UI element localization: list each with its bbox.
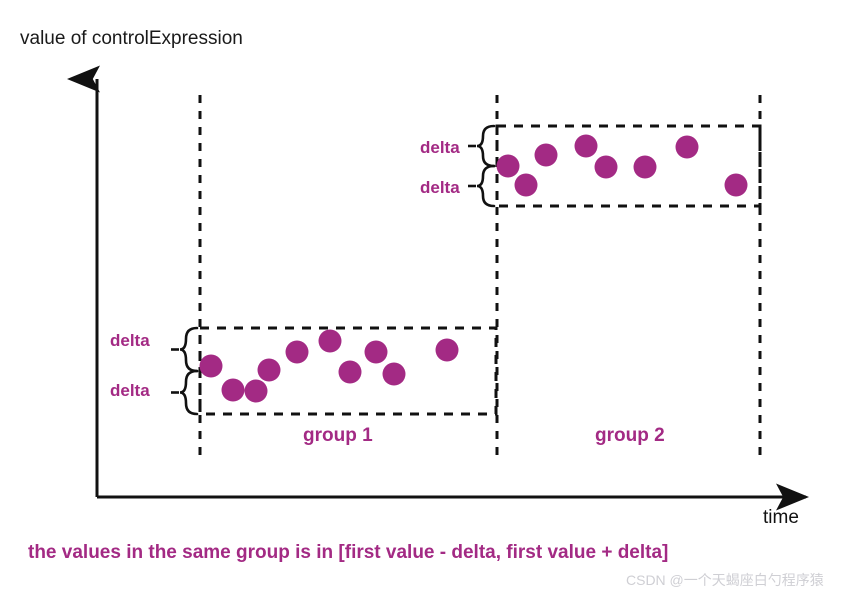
group-2-data-point (514, 173, 538, 197)
group-1-brace-2 (179, 369, 199, 416)
axes-layer (67, 65, 809, 511)
group-1-data-point (338, 360, 362, 384)
group-2-delta-label-1: delta (420, 138, 460, 157)
group-2-data-point (594, 155, 618, 179)
group-1-data-point (318, 329, 342, 353)
group-1-data-point (244, 379, 268, 403)
group-1-data-point (221, 378, 245, 402)
group-2-dashed-box (495, 124, 762, 208)
group-1-data-point (199, 354, 223, 378)
group-1-data-point (382, 362, 406, 386)
group-1-brace-1 (179, 326, 199, 373)
group-2-data-point (724, 173, 748, 197)
group-2-data-point (574, 134, 598, 158)
group-1-delta-label-1: delta (110, 331, 150, 350)
group-2-label: group 2 (595, 425, 665, 446)
group-1-data-point (435, 338, 459, 362)
group-1-data-point (257, 358, 281, 382)
group-2-data-point (534, 143, 558, 167)
group-2-data-point (675, 135, 699, 159)
group-1-label: group 1 (303, 425, 373, 446)
caption-text: the values in the same group is in [firs… (28, 542, 669, 563)
group-1-data-point (285, 340, 309, 364)
y-axis-title: value of controlExpression (20, 28, 243, 49)
watermark-text: CSDN @一个天蝎座白勺程序猿 (626, 572, 824, 588)
group-2-data-point (496, 154, 520, 178)
group-1-data-point (364, 340, 388, 364)
group-2-delta-label-2: delta (420, 178, 460, 197)
divider-lines-layer (198, 95, 762, 460)
data-points-layer (199, 134, 748, 403)
delta-braces-layer (171, 124, 496, 416)
group-boxes-layer (198, 124, 762, 416)
group-1-delta-label-2: delta (110, 381, 150, 400)
group-2-brace-1 (476, 124, 496, 168)
group-2-brace-2 (476, 164, 496, 208)
group-1-dashed-box (198, 326, 498, 416)
x-axis-label: time (763, 507, 799, 528)
group-2-data-point (633, 155, 657, 179)
